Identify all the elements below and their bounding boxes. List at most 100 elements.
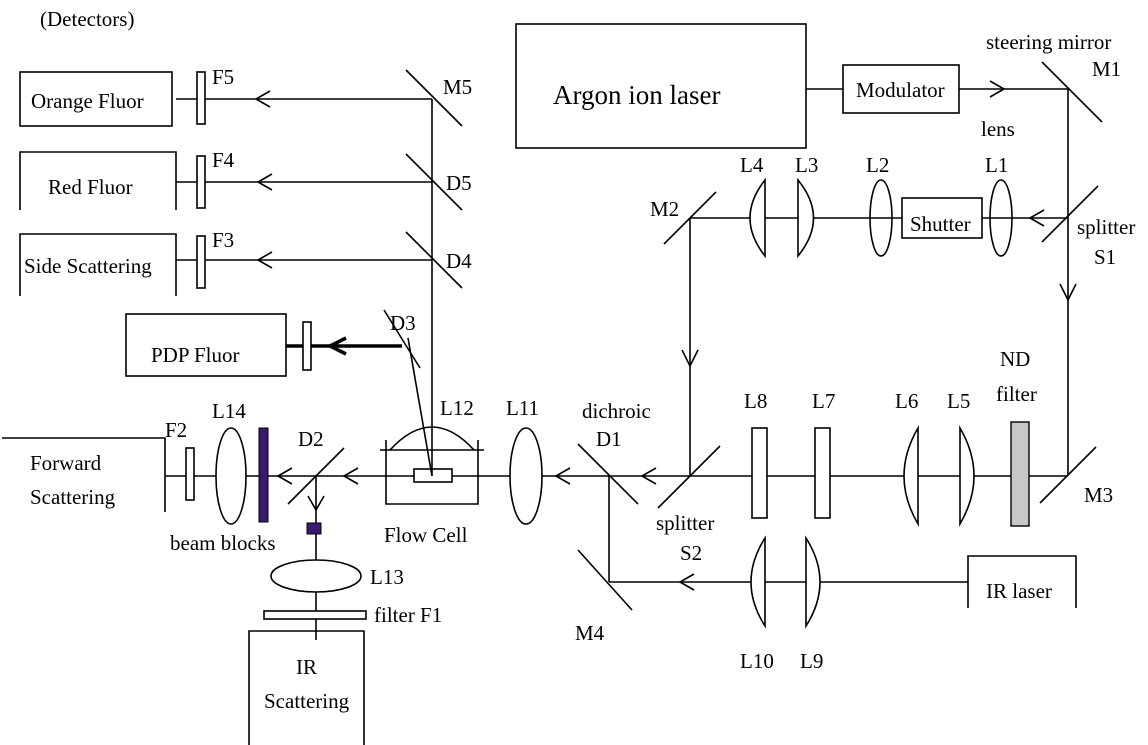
lens-l13: [270, 559, 362, 593]
filter-f1-label: filter F1: [374, 603, 442, 627]
orange-fluor-label: Orange Fluor: [31, 89, 144, 113]
filter-f5: [196, 71, 206, 125]
lens-l5: [959, 425, 975, 527]
l7-label: L7: [812, 389, 835, 413]
lens-l7: [814, 427, 831, 519]
d3-collection-beam: [407, 337, 433, 477]
argon-laser-box: [515, 23, 807, 149]
dichroic-label: dichroic: [582, 399, 651, 423]
forward-scattering-box: [2, 437, 166, 512]
d4-label: D4: [446, 249, 472, 273]
lens-l10: [750, 535, 766, 629]
l4-label: L4: [740, 153, 764, 177]
beam-block-ir: [306, 522, 322, 535]
beam-arrow: [256, 173, 273, 191]
side-scattering-label: Side Scattering: [24, 254, 152, 278]
flow-cell-chamber: [413, 468, 453, 483]
side-scattering-box: [19, 233, 177, 296]
f4-label: F4: [212, 148, 235, 172]
f3-label: F3: [212, 228, 234, 252]
d5-mirror: [405, 153, 463, 211]
beam-blocks-label: beam blocks: [170, 531, 276, 555]
l12-label: L12: [440, 396, 474, 420]
detectors-heading: (Detectors): [40, 7, 134, 31]
argon-laser-label: Argon ion laser: [553, 80, 720, 110]
m1-mirror: [1041, 61, 1103, 123]
d4-mirror: [405, 231, 463, 289]
filter-f2: [185, 447, 195, 501]
splitter-s1-label: splitter: [1077, 215, 1135, 239]
filter-f4: [196, 155, 206, 209]
ir-laser-box: [967, 555, 1077, 608]
beam-arrow: [678, 573, 695, 591]
ir-scattering-box: [248, 630, 365, 745]
steering-mirror-label: steering mirror: [986, 30, 1111, 54]
lens-l8: [751, 427, 768, 519]
d3-label: D3: [390, 311, 416, 335]
splitter-s2-id: S2: [680, 541, 702, 565]
m5-mirror: [405, 69, 463, 127]
d1-label: D1: [596, 427, 622, 451]
l2-label: L2: [866, 153, 889, 177]
l5-label: L5: [947, 389, 970, 413]
l11-label: L11: [506, 396, 539, 420]
d2-label: D2: [298, 427, 324, 451]
beam-arrow: [342, 467, 359, 485]
nd-label: ND: [1000, 347, 1030, 371]
ir-scattering-label-1: IR: [296, 655, 317, 679]
flow-cell-outline: [385, 440, 479, 505]
lens-l4: [749, 177, 766, 259]
splitter-s1: [1041, 185, 1099, 243]
pdp-fluor-box: [125, 313, 287, 377]
beam-arrow: [1059, 283, 1077, 302]
lens-l3: [797, 177, 815, 259]
m3-mirror: [1039, 446, 1097, 504]
lens-l2: [869, 179, 893, 257]
lens-l9: [805, 535, 821, 629]
forward-scattering-label-2: Scattering: [30, 485, 116, 509]
f2-label: F2: [165, 418, 187, 442]
lens-l1: [989, 179, 1013, 257]
nd-filter-label: filter: [996, 382, 1037, 406]
beam-arrow: [326, 336, 347, 356]
beam-arrow: [640, 467, 657, 485]
m2-label: M2: [650, 197, 679, 221]
orange-fluor-box: [19, 71, 173, 127]
beam-arrow: [276, 467, 293, 485]
shutter-label: Shutter: [910, 212, 971, 236]
red-fluor-box: [19, 151, 177, 210]
ir-scattering-label-2: Scattering: [264, 689, 350, 713]
beam-arrow: [254, 90, 271, 108]
l14-label: L14: [212, 399, 246, 423]
m1-label: M1: [1092, 57, 1121, 81]
shutter-box: [901, 197, 983, 239]
beam-arrow: [307, 495, 325, 512]
flow-cell-label: Flow Cell: [384, 523, 468, 547]
filter-f1: [263, 610, 367, 620]
beam-block-forward: [258, 427, 269, 523]
pdp-fluor-label: PDP Fluor: [151, 343, 240, 367]
l10-label: L10: [740, 649, 774, 673]
nd-filter: [1010, 421, 1030, 527]
forward-scattering-label-1: Forward: [30, 451, 102, 475]
d5-label: D5: [446, 171, 472, 195]
l6-label: L6: [895, 389, 918, 413]
lens-label: lens: [981, 117, 1015, 141]
modulator-label: Modulator: [856, 78, 945, 102]
splitter-s2: [657, 445, 721, 509]
d3-mirror: [383, 309, 421, 369]
ir-laser-label: IR laser: [986, 579, 1052, 603]
dichroic-d1: [577, 443, 639, 505]
beam-arrow: [1028, 209, 1045, 227]
l1-label: L1: [985, 153, 1008, 177]
lens-l11: [509, 427, 543, 525]
f5-label: F5: [212, 65, 234, 89]
l3-label: L3: [795, 153, 818, 177]
l8-label: L8: [744, 389, 767, 413]
modulator-box: [842, 64, 960, 114]
beam-arrow: [554, 467, 571, 485]
lens-l14: [215, 427, 247, 525]
splitter-s1-id: S1: [1094, 245, 1116, 269]
splitter-s2-label: splitter: [656, 511, 714, 535]
